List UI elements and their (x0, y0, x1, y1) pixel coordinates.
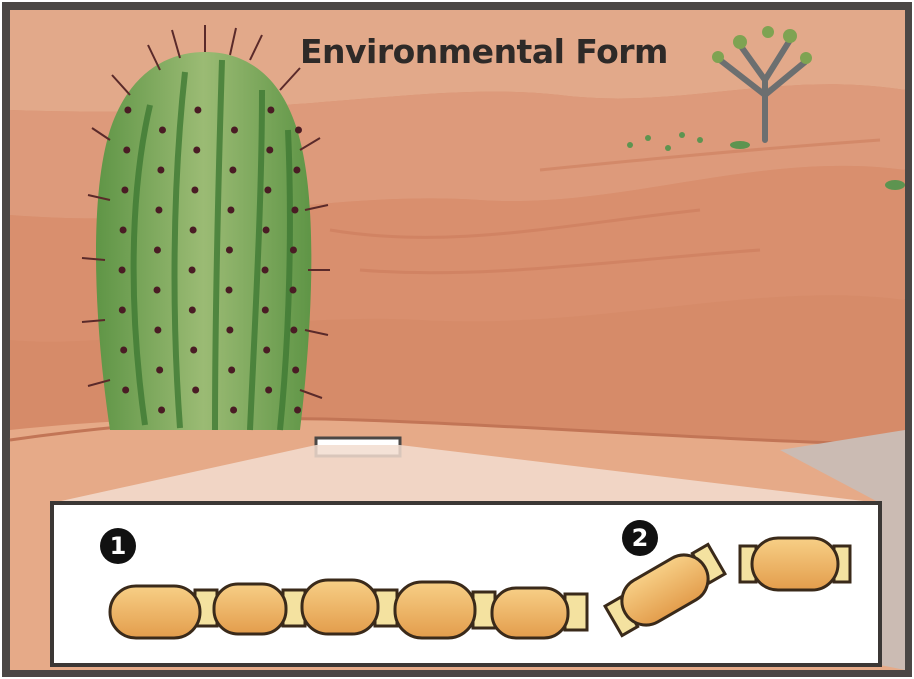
cactus-areole (291, 207, 298, 214)
cactus-areole (156, 367, 163, 374)
diagram-title: Environmental Form (300, 32, 680, 71)
cactus-areole (292, 367, 299, 374)
cactus-areole (157, 167, 164, 174)
cactus-areole (290, 327, 297, 334)
cactus-areole (262, 267, 269, 274)
cactus-areole (295, 127, 302, 134)
cactus-areole (158, 407, 165, 414)
cactus-areole (189, 267, 196, 274)
cactus-areole (119, 307, 126, 314)
cactus-areole (230, 407, 237, 414)
cactus-areole (121, 187, 128, 194)
cactus-areole (266, 147, 273, 154)
cactus-areole (228, 367, 235, 374)
cactus-areole (263, 227, 270, 234)
cactus-areole (123, 147, 130, 154)
cactus-areole (154, 247, 161, 254)
cactus-areole (120, 347, 127, 354)
cactus-areole (190, 347, 197, 354)
cactus-areole (155, 207, 162, 214)
hyphae-chain (110, 580, 587, 638)
cactus-areole (192, 387, 199, 394)
cactus-areole (226, 327, 233, 334)
cactus-areole (154, 287, 161, 294)
cactus-areole (191, 187, 198, 194)
cactus-areole (290, 287, 297, 294)
cactus-areole (227, 207, 234, 214)
cactus-areole (194, 107, 201, 114)
chain-cell (214, 584, 286, 634)
cactus-areole (120, 227, 127, 234)
chain-cell (302, 580, 378, 634)
cactus-areole (293, 167, 300, 174)
chain-cell (110, 586, 200, 638)
inset-panel (52, 503, 880, 665)
cactus-areole (154, 327, 161, 334)
chain-cell (492, 588, 568, 638)
cactus-areole (124, 107, 131, 114)
cactus-areole (119, 267, 126, 274)
cactus-areole (294, 407, 301, 414)
cactus-areole (159, 127, 166, 134)
cactus-areole (190, 227, 197, 234)
cactus-areole (262, 307, 269, 314)
cactus-areole (267, 107, 274, 114)
cactus-areole (189, 307, 196, 314)
cactus-areole (226, 287, 233, 294)
cactus-areole (122, 387, 129, 394)
step-marker-1: 1 (100, 528, 136, 564)
cactus-areole (290, 247, 297, 254)
cactus-areole (264, 187, 271, 194)
cactus-areole (193, 147, 200, 154)
cactus-areole (265, 387, 272, 394)
cactus-areole (229, 167, 236, 174)
cactus-areole (231, 127, 238, 134)
cactus-areole (263, 347, 270, 354)
cactus-areole (226, 247, 233, 254)
chain-cell (395, 582, 475, 638)
step-marker-2: 2 (622, 520, 658, 556)
arthroconidium-fragment (740, 538, 850, 590)
